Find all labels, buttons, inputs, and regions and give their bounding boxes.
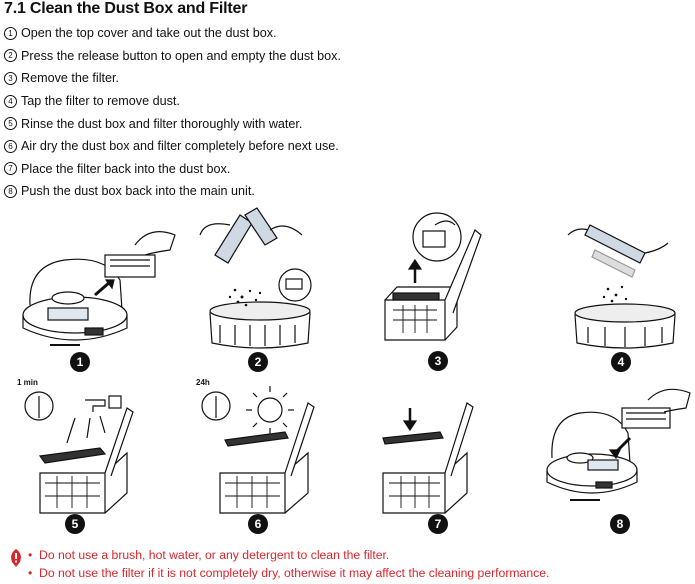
bullet: • [28,566,40,580]
step-badge: 6 [248,514,268,534]
time-label: 1 min [17,378,38,387]
step-list: 1 Open the top cover and take out the dus… [4,22,341,203]
step-text: Place the filter back into the dust box. [21,161,231,176]
step-number: 5 [4,117,17,131]
step-text: Push the dust box back into the main uni… [21,184,255,199]
step-text: Rinse the dust box and filter thoroughly… [21,116,303,131]
air-dry-illustration [201,386,315,514]
step-number: 8 [4,184,17,198]
illustration-step-4: 4 [560,205,690,372]
place-filter-illustration [382,402,474,514]
step-badge: 2 [248,352,268,372]
illustration-step-8: 8 [540,378,695,538]
warning-note: • Do not use the filter if it is not com… [28,566,549,580]
warning-note: • Do not use a brush, hot water, or any … [28,548,389,562]
step-number: 6 [4,139,17,153]
step-item: 2 Press the release button to open and em… [4,45,341,68]
step-item: 1 Open the top cover and take out the dus… [4,22,341,45]
bullet: • [28,548,40,562]
step-item: 5 Rinse the dust box and filter thoroughl… [4,112,341,135]
step-badge: 1 [70,352,90,372]
step-text: Remove the filter. [21,71,119,86]
step-number: 1 [4,26,17,40]
step-item: 4 Tap the filter to remove dust. [4,90,341,113]
step-badge: 4 [611,352,631,372]
step-text: Press the release button to open and emp… [21,48,341,63]
step-badge: 7 [428,514,448,534]
illustration-step-1: 1 [10,210,180,372]
step-badge: 3 [428,351,448,371]
step-badge: 8 [610,514,630,534]
note-text: Do not use a brush, hot water, or any de… [39,548,390,562]
step-number: 2 [4,49,17,63]
step-text: Air dry the dust box and filter complete… [21,139,339,154]
step-text: Open the top cover and take out the dust… [21,26,277,41]
illustration-step-6: 24h 6 [190,378,330,538]
step-number: 4 [4,94,17,108]
step-item: 8 Push the dust box back into the main un… [4,180,341,203]
warning-icon [11,549,21,567]
step-item: 3 Remove the filter. [4,67,341,90]
step-item: 7 Place the filter back into the dust box… [4,158,341,181]
remove-filter-illustration [384,212,482,341]
step-number: 7 [4,162,17,176]
rinse-illustration [24,391,134,514]
step-text: Tap the filter to remove dust. [21,94,180,109]
step-item: 6 Air dry the dust box and filter complet… [4,135,341,158]
step-number: 3 [4,71,17,85]
empty-dust-box-illustration [199,207,312,349]
step-badge: 5 [65,514,85,534]
illustration-step-5: 1 min 5 [15,378,145,538]
illustration-step-7: 7 [375,378,485,538]
time-label: 24h [196,378,210,387]
robot-open-lid-illustration [22,231,176,346]
note-text: Do not use the filter if it is not compl… [39,566,550,580]
illustration-step-2: 2 [190,205,330,372]
page-title: 7.1 Clean the Dust Box and Filter [4,0,248,17]
illustration-step-3: 3 [375,205,485,371]
tap-filter-illustration [567,224,676,349]
reinsert-dust-box-illustration [546,388,691,501]
